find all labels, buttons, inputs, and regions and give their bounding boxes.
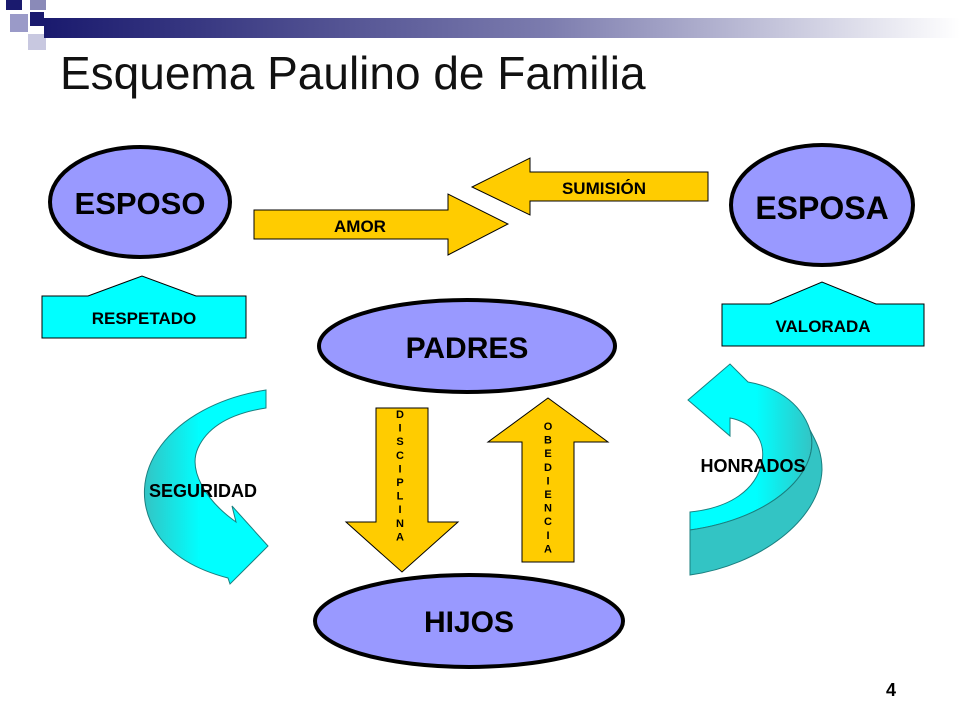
page-number: 4 <box>886 680 897 700</box>
obediencia-letter: C <box>544 516 552 528</box>
decor-square-2 <box>30 0 46 10</box>
disciplina-letter: D <box>396 409 404 421</box>
amor-arrow: AMOR <box>253 193 510 256</box>
respetado-arrow: RESPETADO <box>41 275 247 339</box>
obediencia-letter: E <box>544 448 551 460</box>
honrados-arrow: HONRADOS <box>687 363 823 576</box>
esposo-label: ESPOSO <box>75 186 206 221</box>
obediencia-letter: O <box>544 421 553 433</box>
obediencia-letter: I <box>546 475 549 487</box>
obediencia-letter: N <box>544 503 552 515</box>
valorada-label: VALORADA <box>775 317 870 336</box>
obediencia-letter: D <box>544 462 552 474</box>
disciplina-letter: I <box>398 504 401 516</box>
obediencia-letter: I <box>546 530 549 542</box>
esposa-label: ESPOSA <box>755 190 888 226</box>
slide-title: Esquema Paulino de Familia <box>60 47 646 99</box>
disciplina-letter: A <box>396 531 404 543</box>
seguridad-label: SEGURIDAD <box>149 481 257 501</box>
valorada-arrow: VALORADA <box>721 281 925 347</box>
amor-label: AMOR <box>334 217 386 236</box>
disciplina-letter: I <box>398 423 401 435</box>
esposo-node: ESPOSO <box>48 145 232 259</box>
respetado-label: RESPETADO <box>92 309 197 328</box>
hijos-node: HIJOS <box>313 573 625 669</box>
disciplina-letter: L <box>397 491 404 503</box>
padres-label: PADRES <box>406 332 529 365</box>
decor-square-1 <box>6 0 22 10</box>
disciplina-letter: S <box>396 436 403 448</box>
header-bar <box>44 18 960 38</box>
sumision-arrow: SUMISIÓN <box>470 157 709 216</box>
honrados-label: HONRADOS <box>700 456 805 476</box>
disciplina-letter: C <box>396 450 404 462</box>
hijos-label: HIJOS <box>424 606 514 639</box>
obediencia-letter: E <box>544 489 551 501</box>
decor-square-4 <box>30 12 44 26</box>
obediencia-letter: B <box>544 435 552 447</box>
decor-square-3 <box>10 14 28 32</box>
disciplina-letter: I <box>398 463 401 475</box>
seguridad-arrow: SEGURIDAD <box>143 389 269 585</box>
decor-square-5 <box>28 34 46 50</box>
sumision-label: SUMISIÓN <box>562 179 646 198</box>
padres-node: PADRES <box>317 298 617 394</box>
disciplina-letter: N <box>396 518 404 530</box>
obediencia-letter: A <box>544 543 552 555</box>
esposa-node: ESPOSA <box>729 143 915 267</box>
disciplina-letter: P <box>396 477 403 489</box>
